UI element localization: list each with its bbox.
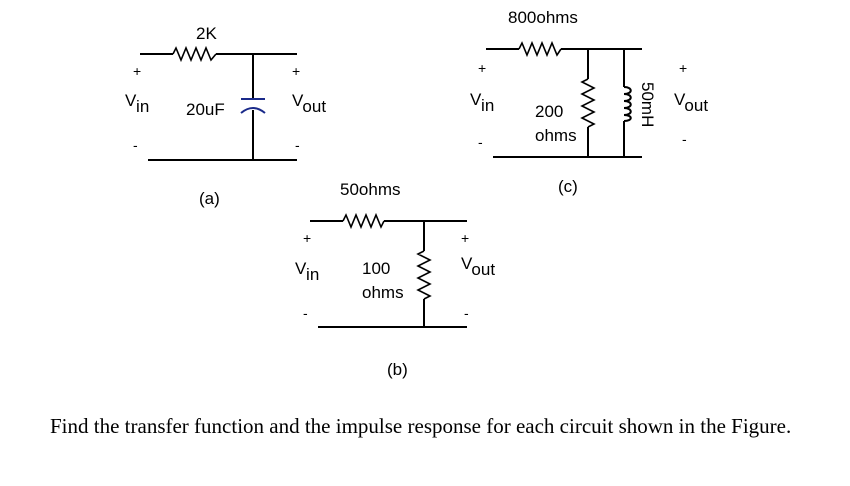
circuit-c-inductor-label: 50mH bbox=[638, 82, 657, 127]
circuit-a-caption: (a) bbox=[199, 189, 220, 208]
circuit-c-caption: (c) bbox=[558, 177, 578, 196]
circuit-c-vin-v: V bbox=[470, 90, 482, 109]
circuit-a-capacitor-bottom-plate bbox=[240, 107, 266, 114]
circuit-c-vout-label: Vout bbox=[674, 90, 708, 115]
circuit-a-vout-v: V bbox=[292, 91, 304, 110]
circuit-b-vin-sub: in bbox=[306, 265, 319, 284]
circuit-c-vin-minus: - bbox=[478, 134, 483, 150]
circuit-a-vout-label: Vout bbox=[292, 91, 326, 116]
circuit-b-series-label: 50ohms bbox=[340, 180, 400, 199]
circuit-figure: 2K 20uF + Vin - + Vout - (a) 50ohms 100 … bbox=[125, 8, 708, 379]
circuit-a-vout-sub: out bbox=[302, 97, 326, 116]
circuit-b-vin-plus: + bbox=[303, 230, 311, 246]
circuit-b-shunt-unit: ohms bbox=[362, 283, 404, 302]
circuit-c-series-label: 800ohms bbox=[508, 8, 578, 27]
circuit-a-capacitor-label: 20uF bbox=[186, 100, 225, 119]
circuit-b-series-resistor bbox=[342, 212, 385, 230]
circuit-a-vin-label: Vin bbox=[125, 91, 149, 116]
circuit-a-vout-minus: - bbox=[295, 137, 300, 153]
circuit-b-shunt-value: 100 bbox=[362, 259, 390, 278]
circuit-b-vout-minus: - bbox=[464, 305, 469, 321]
circuit-b-vout-sub: out bbox=[471, 260, 495, 279]
circuit-c-vout-v: V bbox=[674, 90, 686, 109]
circuit-a: 2K 20uF + Vin - + Vout - (a) bbox=[125, 24, 326, 208]
circuit-c-vout-plus: + bbox=[679, 60, 687, 76]
circuit-b: 50ohms 100 ohms + Vin - + Vout - (b) bbox=[295, 180, 495, 379]
circuit-c-shunt-value: 200 bbox=[535, 102, 563, 121]
circuit-b-vout-label: Vout bbox=[461, 254, 495, 279]
circuit-a-vin-plus: + bbox=[133, 63, 141, 79]
circuit-c-inductor bbox=[623, 86, 632, 122]
circuit-c-vin-sub: in bbox=[481, 96, 494, 115]
circuit-c-vin-plus: + bbox=[478, 60, 486, 76]
circuit-c-vin-label: Vin bbox=[470, 90, 494, 115]
circuit-c-vout-minus: - bbox=[682, 131, 687, 147]
circuit-c: 800ohms 200 ohms 50mH + Vin - + Vout - (… bbox=[470, 8, 708, 196]
circuit-a-resistor-label: 2K bbox=[196, 24, 217, 43]
circuit-b-vout-v: V bbox=[461, 254, 473, 273]
circuit-a-vin-v: V bbox=[125, 91, 137, 110]
problem-statement: Find the transfer function and the impul… bbox=[50, 414, 792, 438]
circuit-b-vin-minus: - bbox=[303, 305, 308, 321]
circuit-a-vin-minus: - bbox=[133, 137, 138, 153]
circuit-c-shunt-resistor bbox=[580, 78, 596, 128]
circuit-c-series-resistor bbox=[518, 40, 562, 58]
circuit-b-shunt-resistor bbox=[416, 250, 432, 300]
circuit-c-vout-sub: out bbox=[684, 96, 708, 115]
circuit-b-vin-label: Vin bbox=[295, 259, 319, 284]
circuit-a-vin-sub: in bbox=[136, 97, 149, 116]
circuit-b-vin-v: V bbox=[295, 259, 307, 278]
circuit-b-vout-plus: + bbox=[461, 230, 469, 246]
circuit-c-shunt-unit: ohms bbox=[535, 126, 577, 145]
circuit-b-caption: (b) bbox=[387, 360, 408, 379]
circuit-a-vout-plus: + bbox=[292, 63, 300, 79]
circuit-a-resistor bbox=[172, 45, 217, 63]
